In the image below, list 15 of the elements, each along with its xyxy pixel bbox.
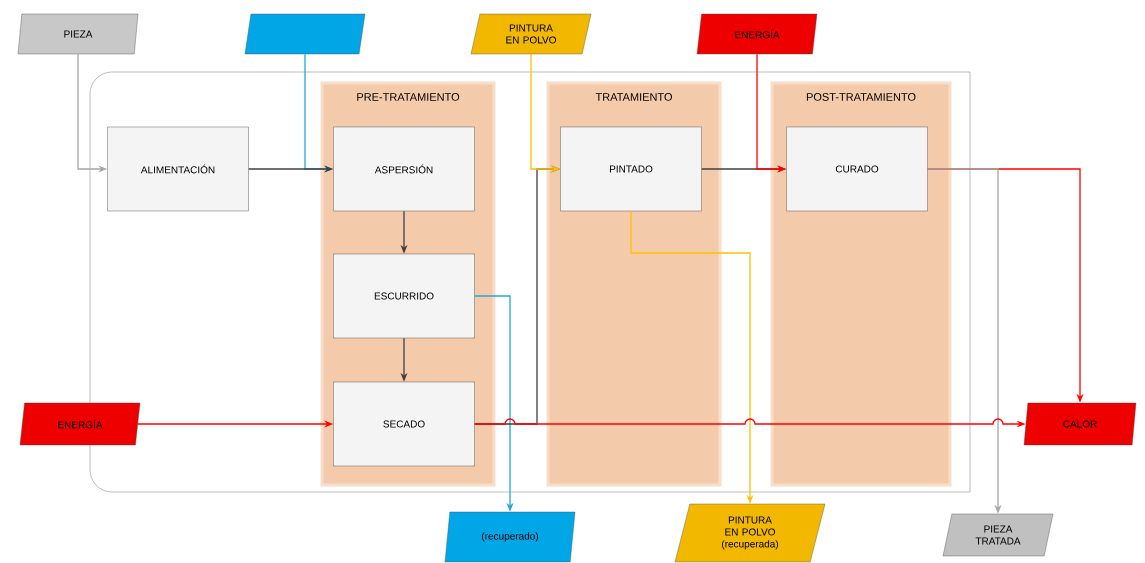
process-box: ASPERSIÓN <box>333 126 475 212</box>
process-box: SECADO <box>333 381 475 467</box>
process-box: ESCURRIDO <box>333 253 475 339</box>
process-box: PINTADO <box>560 126 702 212</box>
process-box: CURADO <box>786 126 928 212</box>
process-box: ALIMENTACIÓN <box>107 126 249 212</box>
data-parallelogram: PINTURA EN POLVO (recuperada) <box>674 503 826 563</box>
data-parallelogram: ENERGÍA <box>19 402 141 446</box>
data-parallelogram: PINTURA EN POLVO <box>470 13 592 55</box>
data-parallelogram: ENERGÍA <box>696 13 818 55</box>
data-parallelogram: PIEZA TRATADA <box>942 513 1054 557</box>
data-parallelogram: PIEZA <box>17 13 139 55</box>
data-parallelogram <box>244 13 366 55</box>
data-parallelogram: (recuperado) <box>444 511 576 563</box>
data-parallelogram: CALOR <box>1023 402 1137 446</box>
